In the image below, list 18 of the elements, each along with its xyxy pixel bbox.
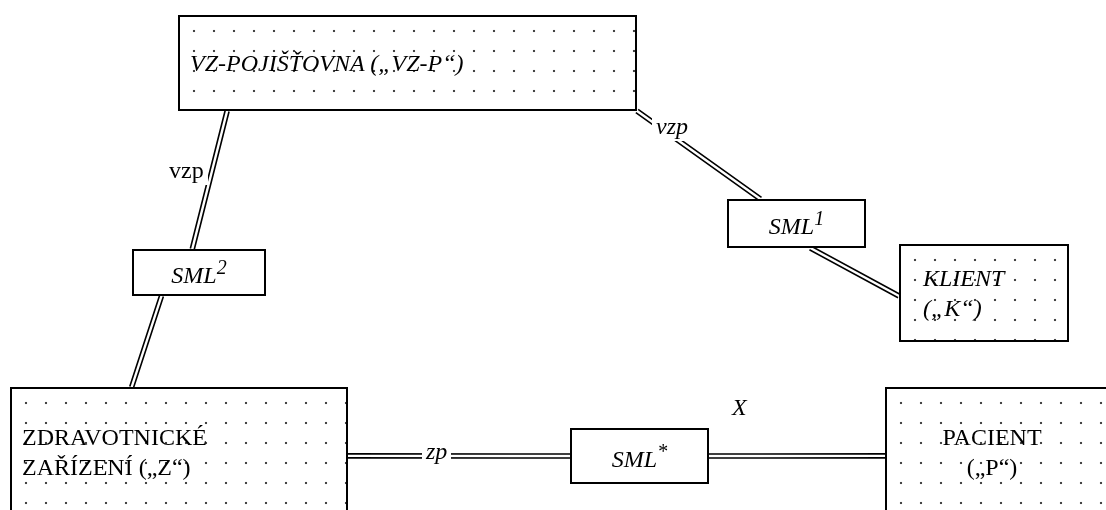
node-label: SML$^{*}$ [611,438,668,474]
node-label: KLIENT („K“) [923,264,1007,323]
node-label: VZ-POJIŠŤOVNA („VZ-P“) [190,49,464,78]
double-line-connector [129,294,165,389]
entity-box [178,15,637,111]
entity-box [10,387,348,510]
double-line-connector [708,453,886,459]
double-line-connector [189,109,230,251]
edge-label: X [730,393,749,422]
entity-box [899,244,1069,342]
node-label: PACIENT („P“) [941,423,1043,482]
node-label: SML$^{2}$ [171,255,227,290]
contract-box [132,249,266,296]
contract-box [727,199,866,248]
node-label: SML$^{1}$ [768,206,825,241]
contract-box [570,428,709,484]
node-label: ZDRAVOTNICKÉ ZAŘÍZENÍ („Z“) [22,423,208,482]
entity-box [885,387,1106,510]
